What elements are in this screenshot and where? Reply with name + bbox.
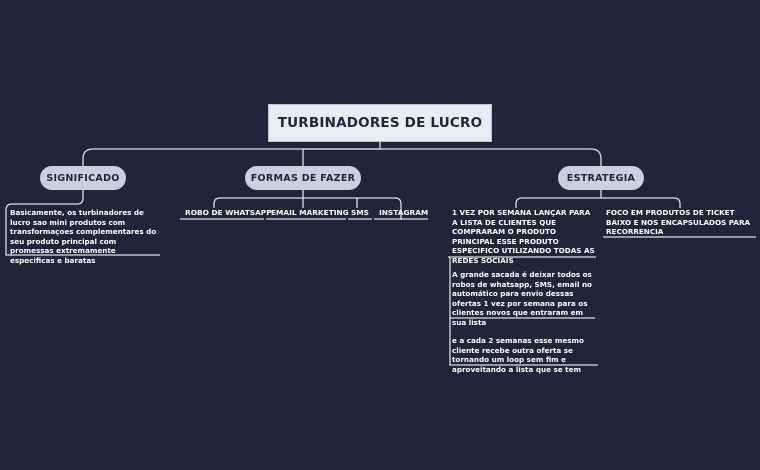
connector-root-significado <box>82 142 381 166</box>
connector-root-formas <box>302 148 380 166</box>
connector-main-sub2 <box>449 318 598 366</box>
estrategia-sub1-text[interactable]: A grande sacada é deixar todos os robos … <box>452 270 592 327</box>
branch-significado-label: SIGNIFICADO <box>46 172 120 184</box>
estrategia-focus-text[interactable]: FOCO EM PRODUTOS DE TICKET BAIXO E NOS E… <box>606 208 751 237</box>
estrategia-main-text[interactable]: 1 VEZ POR SEMANA LANÇAR PARA A LISTA DE … <box>452 208 595 265</box>
connector-estrategia-children <box>515 190 681 208</box>
connector-significado-text <box>5 190 160 256</box>
branch-formas-label: FORMAS DE FAZER <box>250 172 356 184</box>
branch-estrategia[interactable]: ESTRATEGIA <box>558 166 644 190</box>
connector-formas-items <box>213 190 402 220</box>
branch-estrategia-label: ESTRATEGIA <box>566 172 636 184</box>
branch-significado[interactable]: SIGNIFICADO <box>40 166 126 190</box>
connector-root-estrategia <box>380 148 602 166</box>
forma-item-email[interactable]: EMAIL MARKETING <box>271 208 349 217</box>
root-title: TURBINADORES DE LUCRO <box>277 115 483 131</box>
forma-item-robo[interactable]: ROBO DE WHATSAPP <box>185 208 272 217</box>
branch-formas-de-fazer[interactable]: FORMAS DE FAZER <box>245 166 361 190</box>
forma-item-sms[interactable]: SMS <box>351 208 370 217</box>
significado-description[interactable]: Basicamente, os turbinadores de lucro sa… <box>10 208 157 265</box>
forma-item-instagram[interactable]: INSTAGRAM <box>379 208 429 217</box>
estrategia-sub2-text[interactable]: e a cada 2 semanas esse mesmo cliente re… <box>452 336 584 374</box>
root-node[interactable]: TURBINADORES DE LUCRO <box>268 104 492 142</box>
